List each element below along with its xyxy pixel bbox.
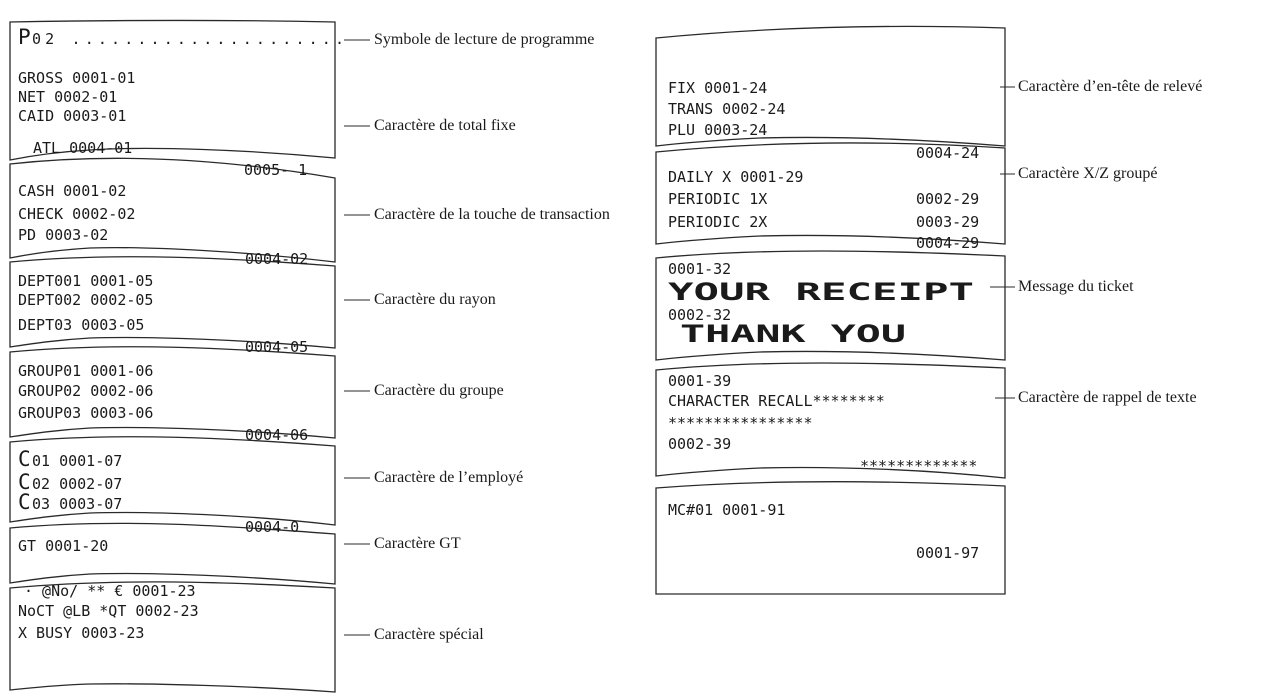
receipt-line: 0004-29	[916, 234, 979, 252]
receipt-segment	[655, 250, 1006, 361]
receipt-line-prefix: C	[18, 447, 31, 471]
receipt-segment	[9, 19, 336, 161]
receipt-line: FIX 0001-24	[668, 79, 767, 97]
receipt-segment	[9, 346, 336, 439]
receipt-segment	[9, 157, 336, 263]
annotation-label: Caractère spécial	[374, 626, 484, 643]
annotation-label: Message du ticket	[1018, 278, 1134, 295]
receipt-segment	[655, 25, 1006, 147]
receipt-line: 0001-32	[668, 260, 731, 278]
receipt-line: 0001-97	[916, 544, 979, 562]
receipt-line: 0004-05	[245, 338, 308, 356]
receipt-segment	[9, 581, 336, 693]
receipt-line: PD 0003-02	[18, 226, 108, 244]
receipt-line: NoCT @LB *QT 0002-23	[18, 602, 199, 620]
receipt-line: PLU 0003-24	[668, 121, 767, 139]
annotation-label: Caractère de rappel de texte	[1018, 389, 1197, 406]
receipt-line: DEPT002 0002-05	[18, 291, 153, 309]
receipt-line: CAID 0003-01	[18, 107, 126, 125]
receipt-line: 0002-39	[668, 435, 731, 453]
receipt-line: CHARACTER RECALL********	[668, 392, 885, 410]
annotation-label: Caractère du rayon	[374, 291, 496, 308]
annotation-label: Caractère X/Z groupé	[1018, 165, 1157, 182]
receipt-segment	[9, 256, 336, 349]
annotation-label: Caractère de total fixe	[374, 117, 516, 134]
annotation-label: Caractère d’en-tête de relevé	[1018, 78, 1202, 95]
annotation-label: Caractère de la touche de transaction	[374, 206, 610, 223]
receipt-line: PERIODIC 1X	[668, 190, 767, 208]
receipt-line: 0002-32	[668, 306, 731, 324]
receipt-line: 0004-06	[245, 426, 308, 444]
receipt-line: NET 0002-01	[18, 88, 117, 106]
receipt-segment	[655, 481, 1006, 595]
annotation-label: Caractère de l’employé	[374, 469, 523, 486]
receipt-line: GROUP03 0003-06	[18, 404, 153, 422]
receipt-line: · @No/ ** € 0001-23	[24, 582, 196, 600]
receipt-segment	[9, 436, 336, 526]
receipt-line: 02 0002-07	[32, 475, 122, 493]
receipt-line: 0004-24	[916, 144, 979, 162]
receipt-line: GROUP02 0002-06	[18, 382, 153, 400]
receipt-line: 01 0001-07	[32, 452, 122, 470]
receipt-line: DEPT03 0003-05	[18, 316, 144, 334]
receipt-line: 0003-29	[916, 213, 979, 231]
receipt-line: CASH 0001-02	[18, 182, 126, 200]
receipt-line: 0004-02	[245, 250, 308, 268]
receipt-line: GT 0001-20	[18, 537, 108, 555]
receipt-line: ****************	[668, 414, 813, 432]
receipt-line: YOUR RECEIPT	[668, 278, 974, 306]
receipt-line: MC#01 0001-91	[668, 501, 785, 519]
receipt-line: DAILY X 0001-29	[668, 168, 803, 186]
receipt-line-prefix: C	[18, 490, 31, 514]
receipt-line-prefix: C	[18, 470, 31, 494]
receipt-line: ATL 0004-01	[33, 139, 132, 157]
receipt-line: GROUP01 0001-06	[18, 362, 153, 380]
receipt-line: 0001-39	[668, 372, 731, 390]
receipt-line: PERIODIC 2X	[668, 213, 767, 231]
annotation-label: Caractère GT	[374, 535, 461, 552]
receipt-line: X BUSY 0003-23	[18, 624, 144, 642]
receipt-line: CHECK 0002-02	[18, 205, 135, 223]
receipt-segment	[655, 362, 1006, 479]
receipt-line: THANK YOU	[680, 320, 906, 348]
receipt-line: 03 0003-07	[32, 495, 122, 513]
receipt-segment	[655, 142, 1006, 245]
receipt-line: TRANS 0002-24	[668, 100, 785, 118]
receipt-line: DEPT001 0001-05	[18, 272, 153, 290]
receipt-line: *************	[860, 457, 977, 475]
receipt-line: 0004-0	[245, 518, 299, 536]
receipt-line: GROSS 0001-01	[18, 69, 135, 87]
receipt-segment	[9, 522, 336, 585]
receipt-line-prefix: P	[18, 25, 31, 49]
receipt-line: 0005- 1	[244, 161, 307, 179]
annotation-label: Symbole de lecture de programme	[374, 31, 594, 48]
receipt-line: 0002-29	[916, 190, 979, 208]
annotation-label: Caractère du groupe	[374, 382, 504, 399]
